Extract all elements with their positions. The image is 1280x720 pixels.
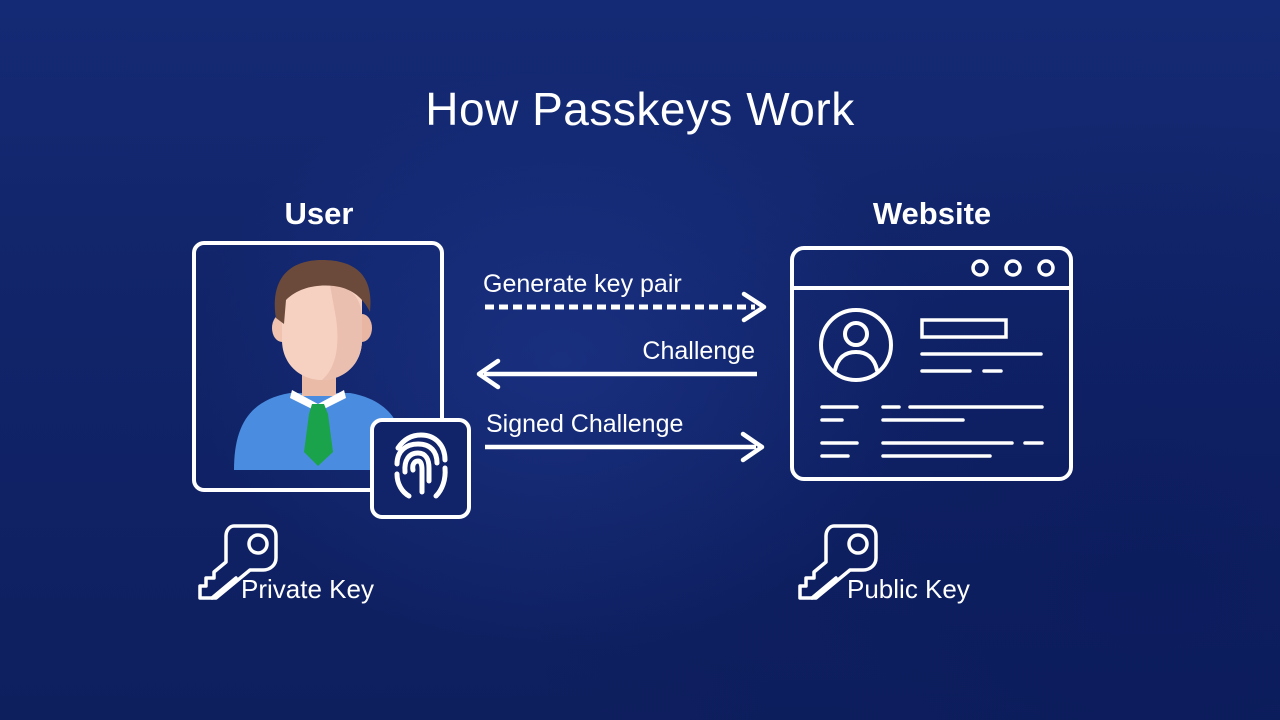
generate-key-pair-arrow: [485, 291, 767, 323]
user-panel: [192, 241, 444, 492]
browser-window-icon: [790, 246, 1073, 481]
diagram-title: How Passkeys Work: [425, 83, 855, 135]
challenge-label: Challenge: [642, 337, 755, 365]
generate-key-pair-label: Generate key pair: [483, 270, 682, 298]
person-avatar-icon: [234, 260, 402, 470]
fingerprint-icon: [394, 432, 448, 499]
public-key-label: Public Key: [847, 574, 970, 604]
website-label: Website: [872, 196, 992, 231]
private-key-icon: [198, 524, 278, 600]
user-label: User: [284, 196, 354, 231]
challenge-arrow: [476, 358, 757, 390]
private-key-label: Private Key: [241, 574, 374, 604]
signed-challenge-label: Signed Challenge: [486, 410, 684, 438]
public-key-icon: [798, 524, 878, 600]
signed-challenge-arrow: [485, 431, 765, 463]
